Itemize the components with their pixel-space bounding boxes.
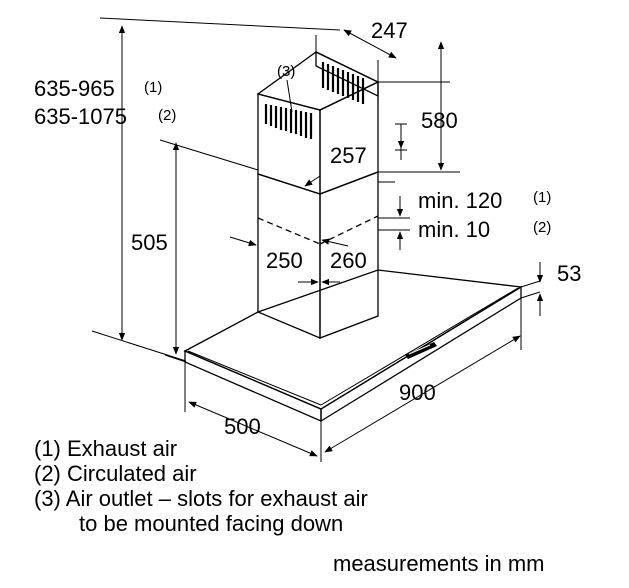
depth-label: 500 (224, 414, 261, 439)
legend-item-outlet: (3) Air outlet – slots for exhaust air (34, 486, 368, 511)
width-label: 900 (399, 380, 436, 405)
upper-width-label: 247 (371, 18, 408, 43)
outlet-note-label: (3) (277, 63, 295, 80)
chimney-depth-label: 250 (266, 248, 303, 273)
control-panel (405, 342, 437, 359)
legend-item-circulated: (2) Circulated air (34, 461, 197, 486)
upper-depth-label: 257 (330, 143, 367, 168)
canopy-thickness-label: 53 (557, 261, 581, 286)
legend: (1) Exhaust air (2) Circulated air (3) A… (34, 436, 368, 536)
units-note: measurements in mm (333, 551, 545, 576)
min-circulated-label: min. 10 (418, 217, 490, 242)
min-exhaust-label: min. 120 (418, 188, 502, 213)
canopy (183, 269, 523, 423)
chimney-height-label: 505 (131, 230, 168, 255)
height-exhaust-note: (1) (144, 79, 162, 96)
height-circulated-note: (2) (158, 107, 176, 124)
min-circulated-note: (2) (533, 219, 551, 236)
height-circulated-label: 635-1075 (34, 104, 127, 129)
chimney-width-label: 260 (330, 248, 367, 273)
dimension-lines (118, 25, 544, 457)
legend-item-exhaust: (1) Exhaust air (34, 436, 178, 461)
height-exhaust-label: 635-965 (34, 76, 115, 101)
upper-chimney (256, 50, 380, 195)
extension-lines (91, 17, 541, 462)
min-exhaust-note: (1) (533, 189, 551, 206)
legend-item-outlet-cont: to be mounted facing down (79, 511, 344, 536)
vent-slots-back (321, 62, 365, 104)
vent-slots-front (264, 104, 313, 139)
upper-height-label: 580 (421, 108, 458, 133)
